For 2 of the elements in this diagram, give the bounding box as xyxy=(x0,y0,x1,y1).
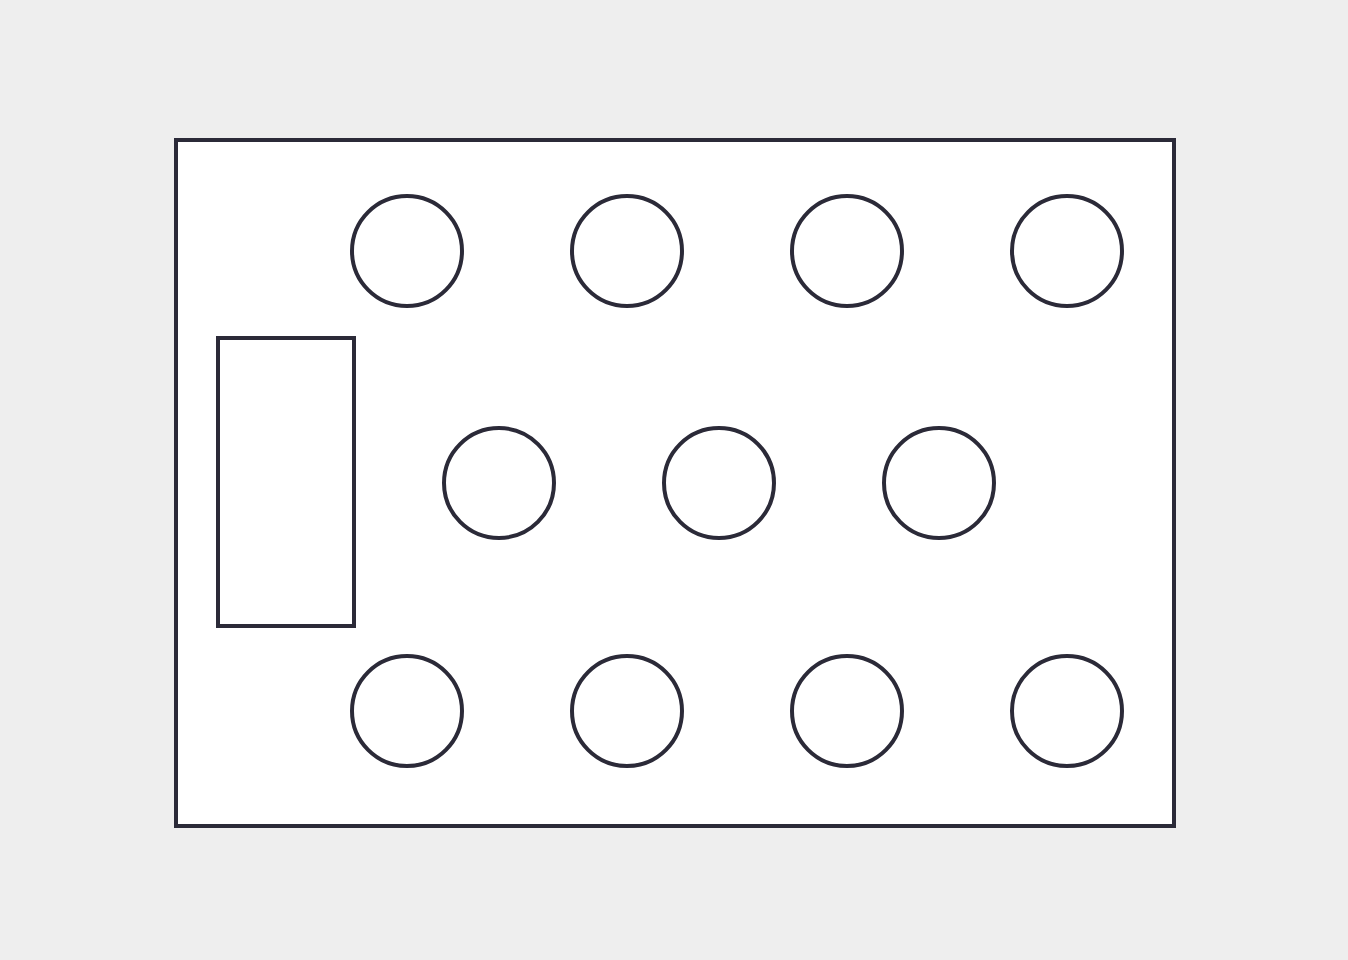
room-rectangle xyxy=(174,138,1176,828)
room-rectangle xyxy=(216,336,356,628)
